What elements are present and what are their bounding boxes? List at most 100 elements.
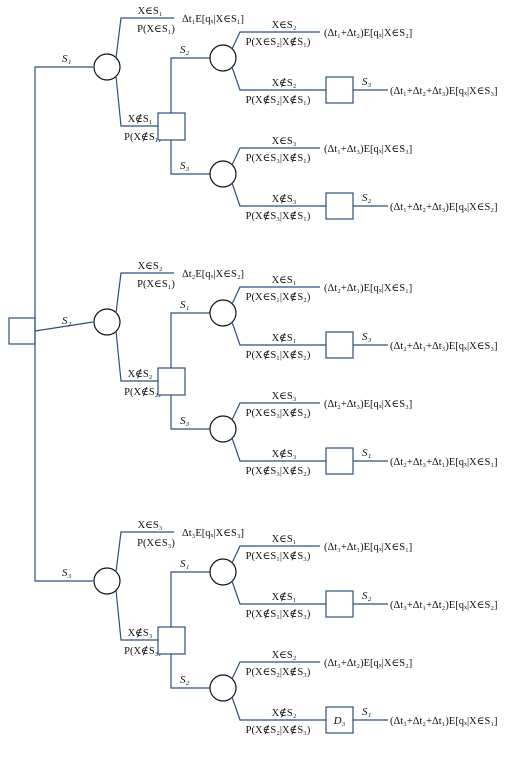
strategy-2-success-value: Δt₂E[qₓ|X∈S₂] [182, 269, 244, 280]
strategy-1-next-1-success-condition: X∈S₂ [272, 20, 297, 31]
strategy-3-failure-condition: X∉S₃ [128, 627, 153, 639]
strategy-3-next-1-success-prob: P(X∈S₁|X∉S₃) [246, 550, 311, 562]
strategy-2-success-edge [115, 272, 174, 314]
strategy-3-next-2-failure-condition: X∉S₂ [272, 707, 297, 719]
strategy-3-next-2-final-decision-node [325, 706, 354, 734]
strategy-1-next-2-final-label: S₂ [362, 192, 372, 204]
strategy-3-edge [34, 331, 93, 582]
strategy-2-next-2-success-prob: P(X∈S₃|X∉S₂) [246, 407, 311, 419]
strategy-1-edge [34, 66, 93, 331]
strategy-3-next-2-edge [170, 654, 210, 689]
strategy-3-chance-node [93, 567, 121, 595]
strategy-3-next-1-success-edge [231, 545, 320, 564]
strategy-2-chance-node [93, 308, 121, 336]
strategy-3-next-1-failure-condition: X∉S₁ [272, 591, 297, 603]
strategy-1-next-2-failure-edge [231, 182, 326, 207]
strategy-3-failure-edge [115, 589, 158, 641]
strategy-2-next-1-failure-edge [231, 321, 326, 346]
strategy-1-next-2-success-edge [231, 147, 320, 166]
strategy-3-next-1-final-label: S₂ [362, 590, 372, 602]
strategy-3-success-prob: P(X∈S₃) [137, 538, 175, 549]
strategy-1-next-2-success-value: (Δt₁+Δt₃)E[qₓ|X∈S₃] [324, 144, 412, 155]
strategy-1-next-2-failure-condition: X∉S₃ [272, 193, 297, 205]
strategy-3-next-1-edge [170, 571, 210, 627]
strategy-3-next-2-final-label: S₁ [362, 706, 372, 718]
strategy-1-next-1-final-value: (Δt₁+Δt₂+Δt₃)E[qₓ|X∈S₃] [390, 86, 498, 97]
strategy-1-next-1-failure-prob: P(X∉S₂|X∉S₁) [246, 94, 311, 106]
strategy-3-next-2-chance-node [209, 674, 237, 702]
strategy-2-next-2-success-edge [231, 402, 320, 421]
strategy-3-decision-node [157, 626, 186, 655]
strategy-3-next-1-label: S₁ [180, 558, 190, 570]
strategy-3-next-1-failure-edge [231, 580, 326, 605]
strategy-3-success-value: Δt₃E[qₓ|X∈S₃] [182, 528, 244, 539]
strategy-1-next-2-failure-prob: P(X∉S₃|X∉S₁) [246, 210, 311, 222]
strategy-2-next-2-label: S₃ [180, 415, 190, 427]
strategy-2-next-2-edge [170, 395, 210, 430]
strategy-2-next-1-edge [170, 312, 210, 368]
strategy-2-next-1-failure-prob: P(X∉S₁|X∉S₂) [246, 349, 311, 361]
strategy-1-decision-node [157, 112, 186, 141]
strategy-2-label: S₂ [62, 315, 72, 327]
strategy-3-next-2-final-value: (Δt₃+Δt₂+Δt₁)E[qₓ|X∈S₁] [390, 716, 498, 727]
strategy-3-next-2-label: S₂ [180, 674, 190, 686]
strategy-1-next-1-label: S₂ [180, 44, 190, 56]
strategy-2-success-condition: X∈S₂ [138, 261, 163, 272]
strategy-3-next-2-success-edge [231, 661, 320, 680]
strategy-2-next-1-final-label: S₃ [362, 331, 372, 343]
strategy-1-next-2-final-value: (Δt₁+Δt₂+Δt₃)E[qₓ|X∈S₂] [390, 202, 498, 213]
strategy-2-next-1-success-condition: X∈S₁ [272, 275, 297, 286]
strategy-1-next-2-edge [170, 140, 210, 175]
strategy-2-next-2-failure-prob: P(X∉S₃|X∉S₂) [246, 465, 311, 477]
strategy-1-chance-node [93, 53, 121, 81]
strategy-1-success-prob: P(X∈S₁) [137, 24, 175, 35]
strategy-3-next-2-success-condition: X∈S₂ [272, 650, 297, 661]
strategy-2-failure-condition: X∉S₂ [128, 368, 153, 380]
strategy-2-next-2-final-value: (Δt₂+Δt₃+Δt₁)E[qₓ|X∈S₁] [390, 457, 498, 468]
strategy-2-next-2-failure-edge [231, 437, 326, 462]
strategy-2-failure-edge [115, 330, 158, 382]
strategy-1-failure-edge [115, 75, 158, 127]
strategy-2-next-2-success-condition: X∈S₃ [272, 391, 297, 402]
strategy-2-next-1-success-value: (Δt₂+Δt₁)E[qₓ|X∈S₁] [324, 283, 412, 294]
strategy-1-next-2-chance-node [209, 160, 237, 188]
strategy-2-success-prob: P(X∈S₁) [137, 279, 175, 290]
strategy-1-next-1-failure-condition: X∉S₂ [272, 77, 297, 89]
strategy-1-next-1-final-label: S₃ [362, 76, 372, 88]
strategy-2-next-2-failure-condition: X∉S₃ [272, 448, 297, 460]
strategy-1-next-1-edge [170, 57, 210, 113]
strategy-2-edge [34, 321, 94, 332]
strategy-1-failure-condition: X∉S₁ [128, 113, 153, 125]
strategy-2-next-1-chance-node [209, 299, 237, 327]
strategy-2-next-1-success-prob: P(X∈S₁|X∉S₂) [246, 291, 311, 303]
strategy-3-next-1-final-decision-node [325, 590, 354, 618]
strategy-3-next-1-final-value: (Δt₃+Δt₁+Δt₂)E[qₓ|X∈S₂] [390, 600, 498, 611]
strategy-1-next-1-final-decision-node [325, 76, 354, 104]
strategy-3-success-edge [115, 531, 174, 573]
strategy-2-next-2-final-decision-node [325, 447, 354, 475]
strategy-2-next-2-chance-node [209, 415, 237, 443]
strategy-2-next-2-success-value: (Δt₂+Δt₃)E[qₓ|X∈S₃] [324, 399, 412, 410]
strategy-2-next-1-success-edge [231, 286, 320, 305]
strategy-3-label: S₃ [62, 567, 72, 579]
strategy-3-next-1-success-value: (Δt₃+Δt₁)E[qₓ|X∈S₁] [324, 542, 412, 553]
strategy-3-next-2-failure-edge [231, 696, 326, 721]
strategy-3-next-1-chance-node [209, 558, 237, 586]
strategy-2-failure-prob: P(X∉S₂) [124, 386, 162, 398]
strategy-2-next-1-label: S₁ [180, 299, 190, 311]
strategy-1-next-2-success-prob: P(X∈S₃|X∉S₁) [246, 152, 311, 164]
strategy-1-next-2-label: S₃ [180, 160, 190, 172]
strategy-3-failure-prob: P(X∉S₃) [124, 645, 162, 657]
strategy-3-next-2-final-box-label: D₃ [333, 715, 346, 727]
strategy-3-next-1-failure-prob: P(X∉S₁|X∉S₃) [246, 608, 311, 620]
strategy-1-next-2-final-decision-node [325, 192, 354, 220]
strategy-3-next-2-success-prob: P(X∈S₂|X∉S₃) [246, 666, 311, 678]
strategy-2-next-1-final-value: (Δt₂+Δt₁+Δt₃)E[qₓ|X∈S₃] [390, 341, 498, 352]
strategy-1-failure-prob: P(X∉S₁) [124, 131, 162, 143]
strategy-2-next-2-final-label: S₁ [362, 447, 372, 459]
strategy-2-decision-node [157, 367, 186, 396]
strategy-1-next-1-failure-edge [231, 66, 326, 91]
strategy-3-success-condition: X∈S₃ [138, 520, 163, 531]
strategy-2-next-1-failure-condition: X∉S₁ [272, 332, 297, 344]
